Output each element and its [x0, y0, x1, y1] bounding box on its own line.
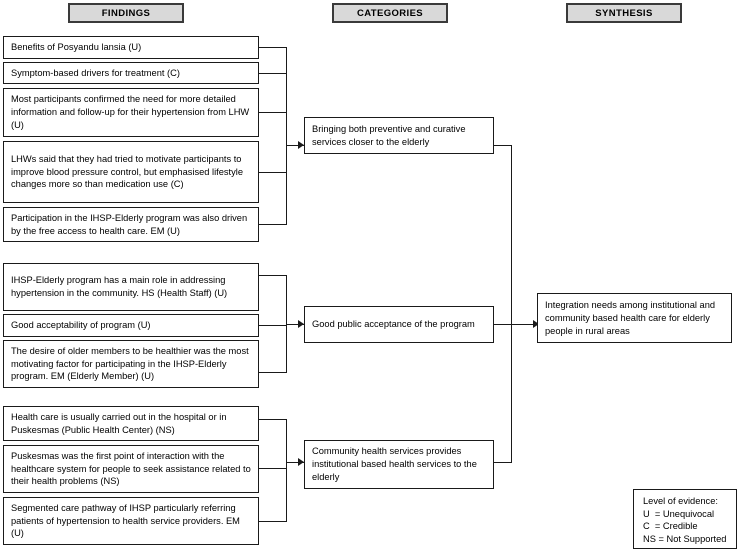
- finding-text-3: Most participants confirmed the need for…: [11, 94, 250, 130]
- connector-stub-f11: [259, 521, 287, 523]
- column-header-synthesis-label: SYNTHESIS: [595, 7, 653, 19]
- finding-text-2: Symptom-based drivers for treatment (C): [11, 67, 180, 78]
- finding-box-3: Most participants confirmed the need for…: [3, 88, 259, 137]
- legend-item-unequivocal: U = Unequivocal: [643, 508, 715, 519]
- connector-stub-c3: [494, 462, 512, 464]
- connector-stub-f8: [259, 372, 287, 374]
- connector-bus-synthesis: [511, 145, 513, 463]
- finding-box-9: Health care is usually carried out in th…: [3, 406, 259, 441]
- connector-stub-f3: [259, 112, 287, 114]
- column-header-categories-label: CATEGORIES: [356, 7, 424, 19]
- connector-stub-f9: [259, 419, 287, 421]
- column-header-findings-label: FINDINGS: [101, 7, 151, 19]
- legend-title: Level of evidence:: [643, 496, 718, 506]
- connector-stub-f5: [259, 224, 287, 226]
- connector-arrow-head-group-1: [298, 141, 304, 149]
- connector-stub-f2: [259, 73, 287, 75]
- category-text-2: Good public acceptance of the program: [312, 319, 475, 329]
- finding-box-11: Segmented care pathway of IHSP particula…: [3, 497, 259, 545]
- connector-arrow-line-group-2: [286, 324, 304, 326]
- finding-box-8: The desire of older members to be health…: [3, 340, 259, 388]
- finding-box-5: Participation in the IHSP-Elderly progra…: [3, 207, 259, 242]
- finding-text-7: Good acceptability of program (U): [11, 320, 151, 331]
- legend-item-credible: C = Credible: [643, 521, 698, 532]
- finding-text-8: The desire of older members to be health…: [11, 345, 249, 382]
- finding-text-11: Segmented care pathway of IHSP particula…: [11, 502, 240, 539]
- connector-arrow-head-group-2: [298, 320, 304, 328]
- connector-stub-f6: [259, 275, 287, 277]
- connector-stub-f7: [259, 325, 287, 327]
- finding-box-10: Puskesmas was the first point of interac…: [3, 445, 259, 493]
- category-box-3: Community health services provides insti…: [304, 440, 494, 489]
- column-header-categories: CATEGORIES: [332, 3, 448, 23]
- connector-arrow-line-group-1: [286, 145, 304, 147]
- finding-box-1: Benefits of Posyandu lansia (U): [3, 36, 259, 59]
- category-box-2: Good public acceptance of the program: [304, 306, 494, 343]
- finding-text-5: Participation in the IHSP-Elderly progra…: [11, 212, 248, 236]
- connector-stub-f10: [259, 468, 287, 470]
- connector-bus-group-3: [286, 419, 288, 521]
- connector-stub-f1: [259, 47, 287, 49]
- finding-box-6: IHSP-Elderly program has a main role in …: [3, 263, 259, 311]
- legend-item-not-supported: NS = Not Supported: [643, 533, 727, 544]
- connector-arrow-line-group-3: [286, 462, 304, 464]
- finding-text-1: Benefits of Posyandu lansia (U): [11, 42, 142, 53]
- finding-box-7: Good acceptability of program (U): [3, 314, 259, 337]
- connector-arrow-line-synthesis: [511, 324, 539, 326]
- connector-bus-group-1: [286, 47, 288, 225]
- connector-stub-c1: [494, 145, 512, 147]
- finding-text-6: IHSP-Elderly program has a main role in …: [11, 275, 228, 298]
- finding-text-4: LHWs said that they had tried to motivat…: [11, 153, 244, 190]
- synthesis-text: Integration needs among institutional an…: [545, 299, 716, 336]
- connector-arrow-head-group-3: [298, 458, 304, 466]
- connector-stub-f4: [259, 172, 287, 174]
- category-text-3: Community health services provides insti…: [312, 446, 477, 482]
- finding-text-9: Health care is usually carried out in th…: [11, 411, 227, 435]
- category-box-1: Bringing both preventive and curative se…: [304, 117, 494, 154]
- connector-stub-c2: [494, 324, 512, 326]
- category-text-1: Bringing both preventive and curative se…: [312, 123, 466, 147]
- finding-text-10: Puskesmas was the first point of interac…: [11, 450, 251, 487]
- finding-box-2: Symptom-based drivers for treatment (C): [3, 62, 259, 84]
- column-header-synthesis: SYNTHESIS: [566, 3, 682, 23]
- legend-box: Level of evidence: U = Unequivocal C = C…: [633, 489, 737, 549]
- finding-box-4: LHWs said that they had tried to motivat…: [3, 141, 259, 203]
- column-header-findings: FINDINGS: [68, 3, 184, 23]
- synthesis-box: Integration needs among institutional an…: [537, 293, 732, 343]
- connector-arrow-head-synthesis: [533, 320, 539, 328]
